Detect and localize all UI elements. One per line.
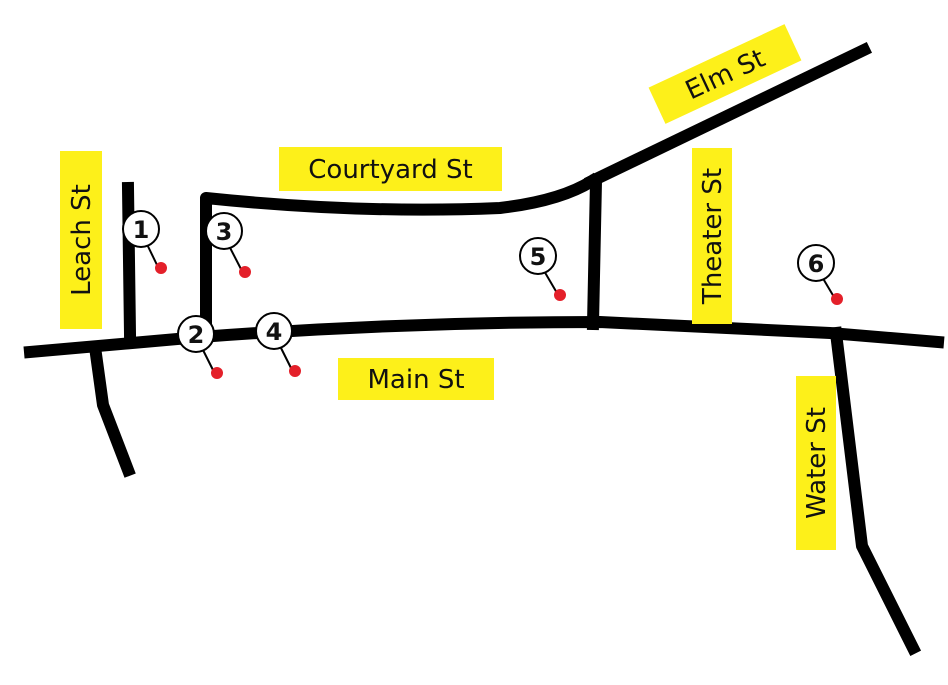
marker-5-pin-dot (554, 289, 566, 301)
label-courtyard-st: Courtyard St (279, 147, 502, 191)
main-st-road (23, 316, 945, 359)
label-leach-st-bg (60, 151, 102, 329)
marker-5-badge (519, 237, 557, 275)
label-theater-st-text: Theater St (698, 168, 728, 305)
marker-6-pin-dot (831, 293, 843, 305)
label-water-st-bg (796, 376, 836, 550)
location-marker-5[interactable]: 5 (519, 237, 566, 301)
marker-4-number: 4 (266, 318, 283, 346)
elm-st-road (583, 41, 873, 190)
leach-st-south-road (88, 340, 136, 478)
leach-st-road (121, 181, 137, 341)
roads (23, 41, 945, 657)
marker-1-number: 1 (133, 216, 150, 244)
location-marker-2[interactable]: 2 (177, 315, 223, 379)
location-marker-6[interactable]: 6 (797, 244, 843, 305)
label-theater-st-bg (692, 148, 732, 324)
water-st-road (829, 326, 922, 657)
marker-1-pin-dot (155, 262, 167, 274)
marker-3-pin-dot (239, 266, 251, 278)
marker-1-badge (122, 210, 160, 248)
marker-2-number: 2 (188, 321, 205, 349)
courtyard-st-road (200, 172, 601, 340)
label-elm-st: Elm St (648, 24, 802, 124)
marker-3-badge (205, 212, 243, 250)
marker-6-badge (797, 244, 835, 282)
marker-4-badge (255, 312, 293, 350)
label-elm-st-bg (648, 24, 802, 124)
label-courtyard-st-bg (279, 147, 502, 191)
location-marker-4[interactable]: 4 (255, 312, 301, 377)
label-leach-st-text: Leach St (67, 184, 97, 296)
label-water-st-text: Water St (802, 407, 832, 519)
marker-4-pin-dot (289, 365, 301, 377)
theater-st-road (586, 174, 603, 331)
label-courtyard-st-text: Courtyard St (308, 155, 472, 185)
label-water-st: Water St (796, 376, 836, 550)
location-marker-3[interactable]: 3 (205, 212, 251, 278)
label-main-st-text: Main St (367, 365, 464, 395)
label-main-st-bg (338, 358, 494, 400)
location-marker-1[interactable]: 1 (122, 210, 167, 274)
marker-5-number: 5 (530, 243, 547, 271)
marker-6-number: 6 (808, 250, 825, 278)
marker-2-badge (177, 315, 215, 353)
label-theater-st: Theater St (692, 148, 732, 324)
label-main-st: Main St (338, 358, 494, 400)
marker-3-number: 3 (216, 218, 233, 246)
marker-2-pin-dot (211, 367, 223, 379)
label-leach-st: Leach St (60, 151, 102, 329)
